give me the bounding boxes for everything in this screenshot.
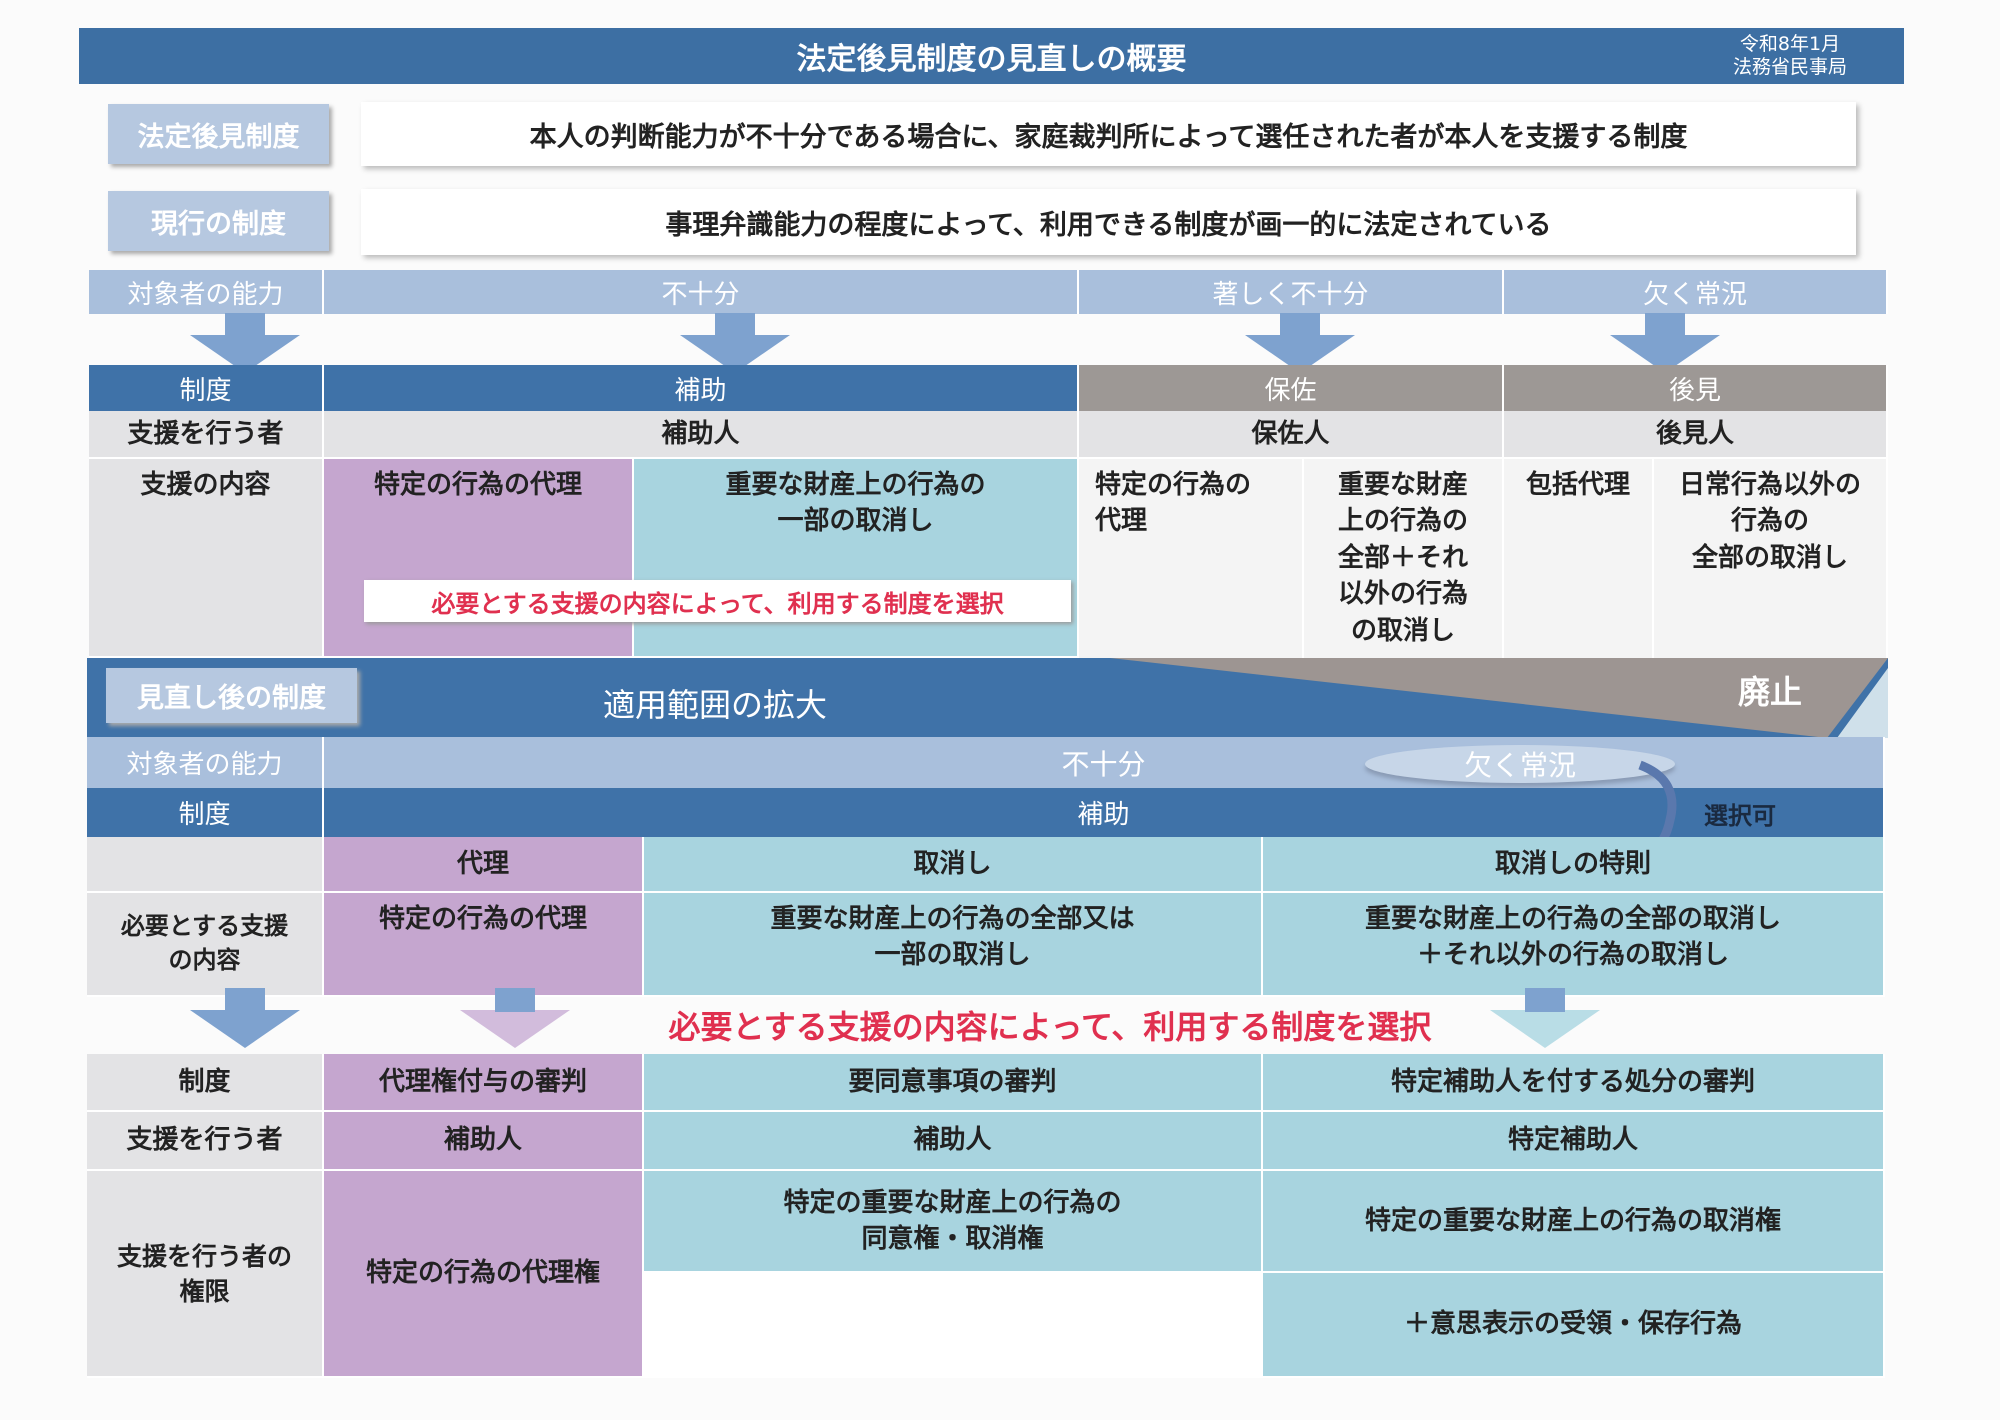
revised-type-2: 取消し (644, 837, 1263, 893)
current-system-label: 制度 (89, 365, 324, 411)
current-label: 現行の制度 (108, 191, 329, 251)
current-supporter-label: 支援を行う者 (89, 411, 324, 459)
current-supporter-2: 保佐人 (1079, 411, 1504, 459)
current-content-label: 支援の内容 (89, 459, 324, 658)
current-ability-1: 不十分 (324, 270, 1079, 314)
revised-need-2: 重要な財産上の行為の全部又は 一部の取消し (644, 893, 1263, 997)
issuer-block: 令和8年1月 法務省民事局 (1700, 28, 1880, 84)
procedure-3: 特定補助人を付する処分の審判 (1263, 1054, 1885, 1112)
expand-text: 適用範囲の拡大 (602, 686, 827, 724)
arrow-icon (190, 988, 300, 1048)
current-content-5: 包括代理 (1504, 459, 1654, 658)
revised-type-blank (87, 837, 324, 893)
abolish-text: 廃止 (1737, 673, 1802, 711)
current-system-kouken: 後見 (1504, 365, 1888, 411)
current-content-2: 重要な財産上の行為の 一部の取消し (634, 459, 1079, 658)
authority-3: 特定の重要な財産上の行為の取消権 (1263, 1171, 1885, 1273)
procedure-2: 要同意事項の審判 (644, 1054, 1263, 1112)
authority-2-blank (644, 1273, 1263, 1378)
current-supporter-3: 後見人 (1504, 411, 1888, 459)
revised-need-3: 重要な財産上の行為の全部の取消し ＋それ以外の行為の取消し (1263, 893, 1885, 997)
revised-need-1: 特定の行為の代理 (324, 893, 644, 997)
arrow-icon (1490, 988, 1600, 1048)
authority-label: 支援を行う者の 権限 (87, 1171, 324, 1378)
revised-supporter-label: 支援を行う者 (87, 1112, 324, 1171)
revised-ability-label: 対象者の能力 (87, 737, 324, 788)
revised-system: 補助 (324, 788, 1885, 837)
current-system-hojo: 補助 (324, 365, 1079, 411)
current-note: 必要とする支援の内容によって、利用する制度を選択 (364, 580, 1071, 622)
revised-supporter-2: 補助人 (644, 1112, 1263, 1171)
revised-system-label: 制度 (87, 788, 324, 837)
current-content-6: 日常行為以外の 行為の 全部の取消し (1654, 459, 1888, 658)
procedure-label: 制度 (87, 1054, 324, 1112)
issuer: 法務省民事局 (1732, 56, 1847, 78)
revised-supporter-3: 特定補助人 (1263, 1112, 1885, 1171)
authority-1: 特定の行為の代理権 (324, 1171, 644, 1378)
current-content-3: 特定の行為の 代理 (1079, 459, 1304, 658)
date: 令和8年1月 (1739, 33, 1841, 56)
revised-label: 見直し後の制度 (106, 668, 357, 723)
abolish-shape (1110, 658, 1888, 738)
current-content-1: 特定の行為の代理 (324, 459, 634, 658)
revised-note: 必要とする支援の内容によって、利用する制度を選択 (668, 1008, 1432, 1046)
authority-3-extra: ＋意思表示の受領・保存行為 (1263, 1273, 1885, 1378)
revised-type-1: 代理 (324, 837, 644, 893)
current-ability-label: 対象者の能力 (89, 270, 324, 314)
selectable-text: 選択可 (1704, 801, 1776, 830)
current-ability-3: 欠く常況 (1504, 270, 1888, 314)
current-ability-2: 著しく不十分 (1079, 270, 1504, 314)
definition-label: 法定後見制度 (108, 104, 329, 164)
title-bar: 法定後見制度の見直しの概要 (79, 28, 1904, 84)
arrow-icon (460, 988, 570, 1048)
revised-type-3: 取消しの特則 (1263, 837, 1885, 893)
current-supporter-1: 補助人 (324, 411, 1079, 459)
authority-2: 特定の重要な財産上の行為の 同意権・取消権 (644, 1171, 1263, 1273)
current-text: 事理弁識能力の程度によって、利用できる制度が画一的に法定されている (361, 189, 1856, 255)
current-content-4: 重要な財産 上の行為の 全部＋それ 以外の行為 の取消し (1304, 459, 1504, 658)
definition-text: 本人の判断能力が不十分である場合に、家庭裁判所によって選任された者が本人を支援す… (361, 102, 1856, 166)
revised-need-label: 必要とする支援 の内容 (87, 893, 324, 997)
expansion-band (87, 658, 1888, 738)
procedure-1: 代理権付与の審判 (324, 1054, 644, 1112)
revised-supporter-1: 補助人 (324, 1112, 644, 1171)
page-title: 法定後見制度の見直しの概要 (796, 42, 1187, 77)
current-system-hosa: 保佐 (1079, 365, 1504, 411)
ability-oval: 欠く常況 (1365, 745, 1675, 783)
